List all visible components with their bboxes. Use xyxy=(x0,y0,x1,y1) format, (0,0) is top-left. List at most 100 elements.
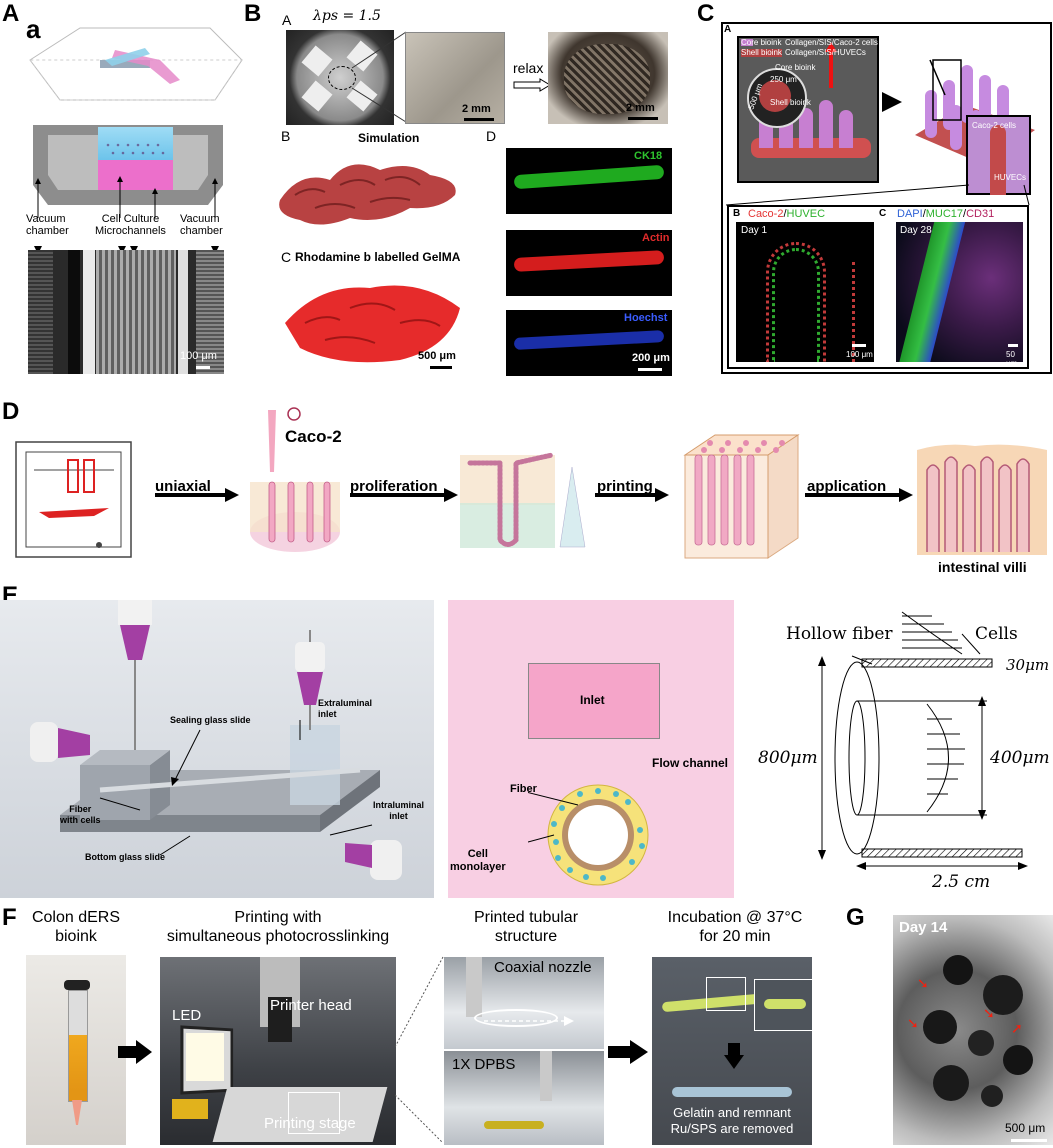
panel-b-scale-1-bar xyxy=(464,118,494,121)
gelatin-removed-label: Gelatin and remnant Ru/SPS are removed xyxy=(670,1105,794,1136)
panel-c-c-scale-text: 50 μm xyxy=(1006,350,1017,362)
rhodamine-gelma-surface xyxy=(285,285,460,363)
panel-c-c-scale-bar xyxy=(1008,344,1018,347)
arrow-uniaxial xyxy=(155,488,239,502)
flow-channel-label: Flow channel xyxy=(652,756,729,770)
caption-printing: Printing with simultaneous photocrosslin… xyxy=(166,909,390,945)
panel-g-scale-text: 500 μm xyxy=(1005,1121,1046,1135)
core-bioink-desc: Collagen/SIS/Caco-2 cells xyxy=(785,38,878,47)
day-14-label: Day 14 xyxy=(899,919,948,936)
panel-b-scale-4-bar xyxy=(638,368,662,371)
panel-b-sub-c: C xyxy=(281,249,292,265)
cd31-stain-label: CD31 xyxy=(966,208,995,220)
flow-device-render: Sealing glass slide Extraluminal inlet I… xyxy=(0,600,434,898)
arrow-proliferation xyxy=(350,488,458,502)
title-slash-2: / xyxy=(963,208,967,220)
panel-a-sub: a xyxy=(26,14,41,44)
panel-c-b-title: Caco-2/HUVEC xyxy=(748,208,825,220)
panel-c-c-title: DAPI/MUC17/CD31 xyxy=(897,208,994,220)
ck18-label: CK18 xyxy=(634,150,663,162)
shell-bioink-key: Shell bioink xyxy=(741,48,782,57)
fiber-with-cells-label: Fiber with cells xyxy=(60,804,101,825)
title-slash-1: / xyxy=(922,208,926,220)
panel-a-callout-arrows xyxy=(35,176,218,218)
caption-incubation: Incubation @ 37°C for 20 min xyxy=(667,909,803,945)
dapi-stain-label: DAPI xyxy=(897,208,923,220)
lambda-label: λps = 1.5 xyxy=(313,8,381,24)
sealing-glass-label: Sealing glass slide xyxy=(170,715,251,725)
organoid-arrow-3: ➘ xyxy=(983,1005,995,1021)
core-bioink-key: Core bioink xyxy=(741,38,782,47)
panel-b-sub-a: A xyxy=(282,12,292,28)
panel-b-scale-1-text: 2 mm xyxy=(462,103,491,115)
panel-b-scale-2-bar xyxy=(628,117,658,120)
flow-channel-schematic: Inlet Flow channel Fiber Cell monolayer xyxy=(448,600,734,898)
simulation-label: Simulation xyxy=(358,131,420,145)
dim-250-label: 250 μm xyxy=(770,75,797,84)
panel-c-b-scale-bar xyxy=(852,344,866,347)
inlet-box xyxy=(528,663,660,739)
title-slash: / xyxy=(783,208,787,220)
dpbs-bath-photo: 1X DPBS xyxy=(444,1051,604,1145)
step-uniaxial: uniaxial xyxy=(155,478,211,495)
actin-stain-image: Actin xyxy=(506,230,672,296)
led-label: LED xyxy=(172,1007,202,1024)
incubation-photo: Gelatin and remnant Ru/SPS are removed xyxy=(652,957,812,1145)
vacuum-chamber-right-label: Vacuum chamber xyxy=(180,213,223,237)
panel-c-zoom-lines xyxy=(725,184,1030,206)
caco-2-label: Caco-2 xyxy=(285,427,342,446)
proliferation-illustration xyxy=(460,452,586,548)
cells-label: Cells xyxy=(975,624,1018,644)
caco-2-cells-label: Caco-2 cells xyxy=(972,121,1017,130)
panel-b-scale-3-bar xyxy=(430,366,452,369)
intestinal-villi-label: intestinal villi xyxy=(938,559,1027,575)
hollow-fiber-label: Hollow fiber xyxy=(786,624,893,644)
dpbs-label: 1X DPBS xyxy=(452,1056,516,1073)
huvecs-label: HUVECs xyxy=(994,173,1027,182)
arrow-printing xyxy=(595,488,669,502)
dim-400-label: 400μm xyxy=(990,748,1050,768)
coaxial-nozzle-label: Coaxial nozzle xyxy=(494,959,592,976)
cell-monolayer-label: Cell monolayer xyxy=(450,848,506,873)
printing-stage-label: Printing stage xyxy=(264,1115,356,1132)
day-1-label: Day 1 xyxy=(741,225,768,236)
villus-cross-section-inset: Caco-2 cells HUVECs xyxy=(966,115,1031,195)
caco2-stain-label: Caco-2 xyxy=(748,208,784,220)
step-printing: printing xyxy=(597,478,653,495)
bottom-glass-label: Bottom glass slide xyxy=(85,852,166,862)
organoid-arrow-2: ➘ xyxy=(907,1015,919,1031)
device-wireframe xyxy=(29,27,243,101)
relax-label: relax xyxy=(513,60,544,76)
relax-arrow xyxy=(513,78,551,92)
panel-a-scale-bar xyxy=(196,366,210,369)
uniaxial-printing-illustration xyxy=(250,407,340,552)
core-bioink-label: Core bioink xyxy=(775,63,816,72)
panel-f-zoom-lines xyxy=(395,956,444,1144)
organoid-arrow-1: ➘ xyxy=(917,975,929,991)
step-application: application xyxy=(807,478,887,495)
dim-2-5cm-label: 2.5 cm xyxy=(932,872,991,892)
bioprinted-scaffold-render xyxy=(737,36,879,183)
caption-colon-bioink: Colon dERS bioink xyxy=(31,909,121,945)
panel-c-immunostain-frame xyxy=(727,205,1029,369)
day1-immunostain: Day 1 100 μm xyxy=(736,222,874,362)
organoid-micrograph: ➘ ➘ ➘ ➚ Day 14 500 μm xyxy=(893,915,1053,1145)
bioprinter-icon xyxy=(15,441,132,558)
arrow-f1 xyxy=(118,1040,152,1064)
panel-b-letter: B xyxy=(244,0,262,27)
panel-a-scale-text: 100 μm xyxy=(180,350,217,362)
printer-photo: LED Printer head Printing stage xyxy=(160,957,396,1145)
caption-printed-structure: Printed tubular structure xyxy=(473,909,579,945)
zoom-lines xyxy=(351,31,407,123)
fiber-cross-section xyxy=(528,784,649,886)
ck18-stain-image: CK18 xyxy=(506,148,672,214)
panel-a-letter: A xyxy=(2,0,20,27)
petri-dish-photo xyxy=(286,30,394,125)
wrinkled-film-photo: 2 mm xyxy=(548,32,668,124)
extraluminal-inlet-label: Extraluminal inlet xyxy=(318,698,373,719)
panel-c-sub-b: B xyxy=(733,208,741,219)
panel-c-sub-a: A xyxy=(724,24,732,35)
arrow-application xyxy=(805,488,913,502)
flow-device-drawing xyxy=(30,600,402,880)
cell-culture-chamber-3d xyxy=(33,125,223,205)
